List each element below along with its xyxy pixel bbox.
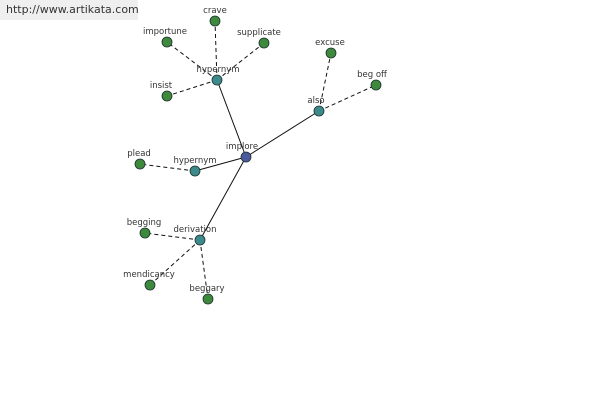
node-crave[interactable] xyxy=(209,15,221,27)
node-mendicancy[interactable] xyxy=(144,279,156,291)
edge-hyp2-plead xyxy=(139,163,196,172)
node-label-begging[interactable]: begging xyxy=(127,218,162,228)
node-supplicate[interactable] xyxy=(258,37,270,49)
node-implore[interactable] xyxy=(240,151,252,163)
node-also[interactable] xyxy=(313,105,325,117)
node-label-crave[interactable]: crave xyxy=(203,6,227,16)
edge-deriv-beggary xyxy=(199,239,209,300)
edge-deriv-begging xyxy=(144,232,201,241)
graph-edges xyxy=(139,20,377,300)
node-label-deriv[interactable]: derivation xyxy=(173,225,216,235)
node-label-importune[interactable]: importune xyxy=(143,27,187,37)
edge-implore-hyp2 xyxy=(194,156,247,172)
node-label-excuse[interactable]: excuse xyxy=(315,38,345,48)
edge-implore-hyp1 xyxy=(216,79,247,158)
node-hyp1[interactable] xyxy=(211,74,223,86)
edge-deriv-mendicancy xyxy=(149,239,201,286)
node-begging[interactable] xyxy=(139,227,151,239)
graph-labels: implore hypernym also hypernym derivation cra… xyxy=(123,6,388,294)
node-insist[interactable] xyxy=(161,90,173,102)
node-label-begoff[interactable]: beg off xyxy=(357,70,388,80)
edge-implore-deriv xyxy=(199,156,247,241)
node-label-mendicancy[interactable]: mendicancy xyxy=(123,270,175,280)
source-url-banner[interactable]: http://www.artikata.com xyxy=(0,0,139,20)
node-label-supplicate[interactable]: supplicate xyxy=(237,28,281,38)
node-label-implore[interactable]: implore xyxy=(226,142,258,152)
node-hyp2[interactable] xyxy=(189,165,201,177)
graph-nodes xyxy=(134,15,382,305)
node-label-beggary[interactable]: beggary xyxy=(189,284,224,294)
node-excuse[interactable] xyxy=(325,47,337,59)
node-plead[interactable] xyxy=(134,158,146,170)
edge-hyp1-insist xyxy=(166,79,218,97)
edge-implore-also xyxy=(245,110,320,158)
edge-hyp1-importune xyxy=(166,41,218,81)
edge-hyp1-supplicate xyxy=(216,42,265,81)
node-label-also[interactable]: also xyxy=(307,96,324,106)
node-label-insist[interactable]: insist xyxy=(150,81,173,91)
node-label-hyp1[interactable]: hypernym xyxy=(196,65,239,75)
node-beggary[interactable] xyxy=(202,293,214,305)
node-deriv[interactable] xyxy=(194,234,206,246)
edge-hyp1-crave xyxy=(214,20,218,81)
edge-also-excuse xyxy=(318,52,332,112)
edge-also-begoff xyxy=(318,84,377,112)
node-importune[interactable] xyxy=(161,36,173,48)
node-begoff[interactable] xyxy=(370,79,382,91)
node-label-hyp2[interactable]: hypernym xyxy=(173,156,216,166)
node-label-plead[interactable]: plead xyxy=(127,149,151,159)
